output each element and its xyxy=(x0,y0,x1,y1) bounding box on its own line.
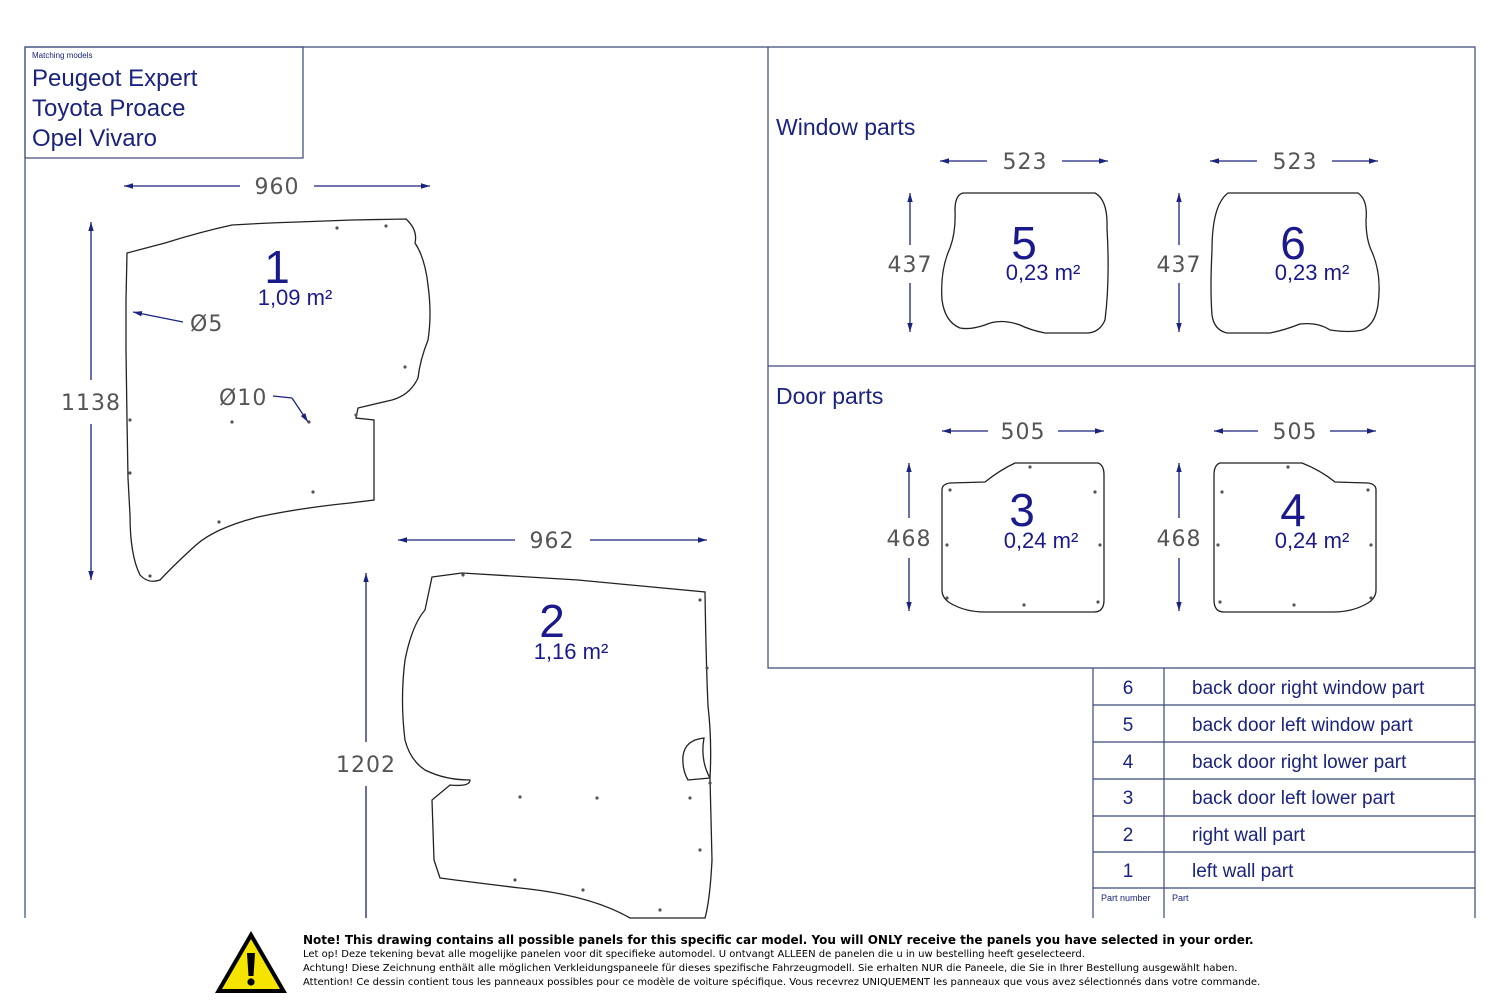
notice-dutch: Let op! Deze tekening bevat alle mogelij… xyxy=(303,949,1085,960)
table-header-part: Part xyxy=(1172,893,1189,903)
table-row-number: 2 xyxy=(1123,825,1134,846)
models-box xyxy=(24,46,304,159)
table-row-number: 1 xyxy=(1123,861,1134,882)
notice-english: Note! This drawing contains all possible… xyxy=(303,933,1254,947)
panel-2-width-label: 962 xyxy=(530,529,575,554)
notice-text: Note! This drawing contains all possible… xyxy=(303,933,1403,990)
notice-french: Attention! Ce dessin contient tous les p… xyxy=(303,977,1261,988)
hole-callout-leader xyxy=(291,397,309,423)
hole-callout-leader xyxy=(272,395,293,399)
panel-1 xyxy=(125,218,431,582)
panel-3-height-label: 468 xyxy=(887,527,932,552)
parts-table xyxy=(1092,668,1475,918)
table-header-number: Part number xyxy=(1101,893,1151,903)
table-row-label: back door right window part xyxy=(1192,678,1425,699)
right-panel-frame xyxy=(767,47,1475,669)
panel-4 xyxy=(1213,462,1377,613)
panel-5-height-label: 437 xyxy=(888,253,933,278)
table-row-label: back door left lower part xyxy=(1192,788,1395,809)
panel-3-area: 0,24 m² xyxy=(1004,528,1079,553)
panel-5-area: 0,23 m² xyxy=(1006,260,1081,285)
table-row-number: 3 xyxy=(1123,788,1134,809)
panel-4-width-label: 505 xyxy=(1273,420,1318,445)
models-title: Matching models xyxy=(32,51,92,60)
table-row-label: right wall part xyxy=(1192,825,1306,846)
panel-5-number: 5 xyxy=(1011,217,1037,269)
hole-callout-leader xyxy=(132,311,184,323)
drawing-frame xyxy=(24,46,1476,918)
panel-3-width-label: 505 xyxy=(1001,420,1046,445)
panel-1-height-label: 1138 xyxy=(61,391,121,416)
panel-3 xyxy=(941,462,1105,613)
table-row-label: left wall part xyxy=(1192,861,1294,882)
panel-5-width-label: 523 xyxy=(1003,150,1048,175)
hole-callout-large: Ø10 xyxy=(219,386,267,411)
panel-2-height-label: 1202 xyxy=(336,753,396,778)
section-title-door: Door parts xyxy=(776,383,883,409)
panel-6-area: 0,23 m² xyxy=(1275,260,1350,285)
panel-2 xyxy=(401,572,713,919)
hole-callout-small: Ø5 xyxy=(190,312,223,337)
order-notice: Note! This drawing contains all possible… xyxy=(212,926,1412,996)
panel-3-number: 3 xyxy=(1009,484,1035,536)
table-row-number: 4 xyxy=(1123,752,1134,773)
table-row-label: back door right lower part xyxy=(1192,752,1407,773)
panel-4-height-label: 468 xyxy=(1157,527,1202,552)
panel-1-width-label: 960 xyxy=(255,175,300,200)
panel-1-area: 1,09 m² xyxy=(258,285,333,310)
table-row-number: 6 xyxy=(1123,678,1134,699)
model-name: Peugeot Expert xyxy=(32,65,198,92)
table-row-label: back door left window part xyxy=(1192,715,1413,736)
panel-4-area: 0,24 m² xyxy=(1275,528,1350,553)
panel-6 xyxy=(1210,192,1380,334)
panel-2-number: 2 xyxy=(539,595,565,647)
model-name: Toyota Proace xyxy=(32,95,185,122)
section-title-window: Window parts xyxy=(776,114,915,140)
panel-1-number: 1 xyxy=(264,241,290,293)
warning-icon xyxy=(215,931,287,993)
panel-2-area: 1,16 m² xyxy=(534,639,609,664)
panel-6-width-label: 523 xyxy=(1273,150,1318,175)
notice-german: Achtung! Diese Zeichnung enthält alle mö… xyxy=(303,963,1238,974)
panel-6-height-label: 437 xyxy=(1157,253,1202,278)
model-name: Opel Vivaro xyxy=(32,125,157,152)
panel-4-number: 4 xyxy=(1280,484,1306,536)
panel-6-number: 6 xyxy=(1280,217,1306,269)
table-row-number: 5 xyxy=(1123,715,1134,736)
panel-5 xyxy=(941,192,1109,334)
